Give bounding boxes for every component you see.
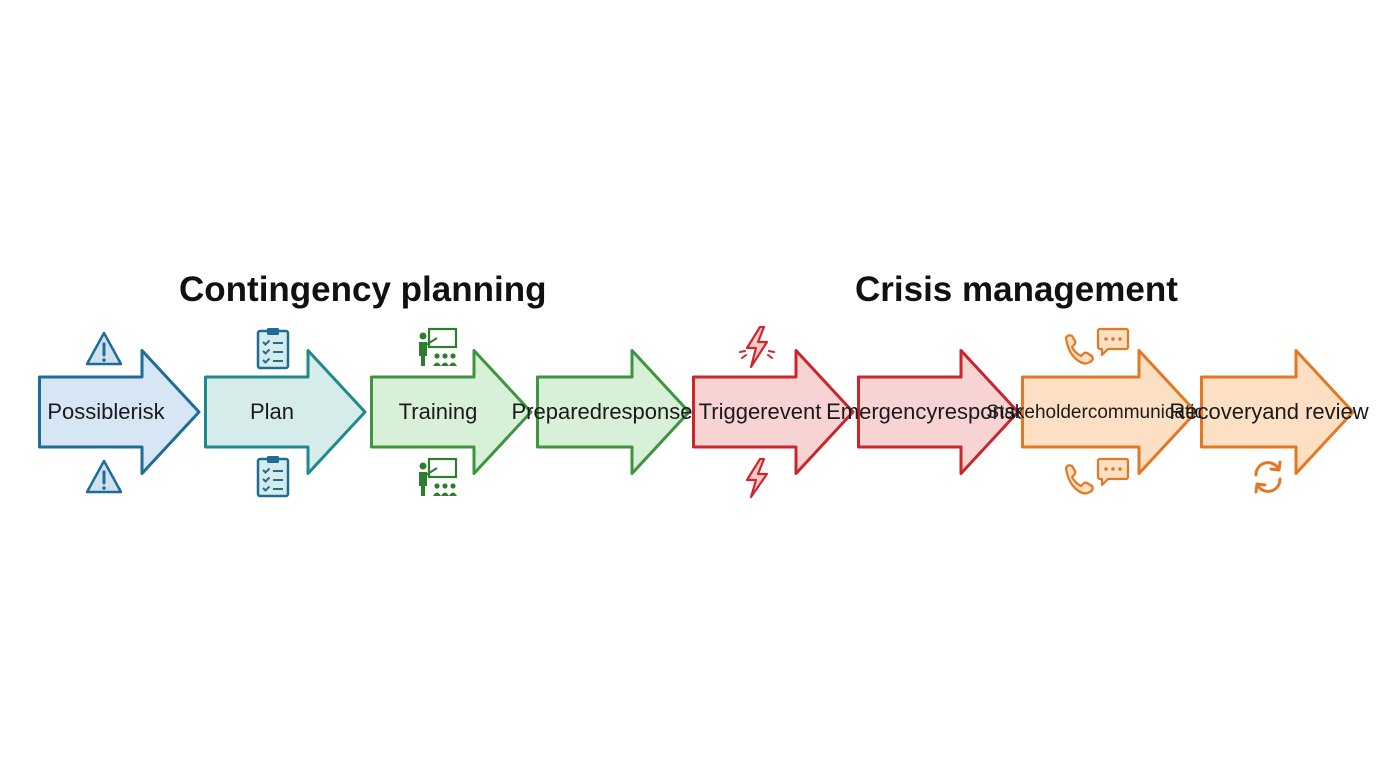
lightning-bolt-icon <box>745 457 769 499</box>
step-label-text: communication <box>1087 401 1216 423</box>
clipboard-checklist-icon <box>256 456 290 498</box>
step-label: Plan <box>204 379 340 445</box>
presenter-training-icon <box>419 327 458 366</box>
step-arrow-shape <box>1021 349 1198 475</box>
step-arrow-shape <box>1200 349 1355 475</box>
step-arrow-shape <box>857 349 1020 475</box>
warning-icon <box>85 459 123 494</box>
step-label-text: response <box>602 399 693 424</box>
step-label-text: Stakeholder <box>986 401 1088 423</box>
clipboard-checklist-icon <box>256 328 290 370</box>
step-label-text: Possible <box>47 399 131 424</box>
phone-chat-icon <box>1064 457 1130 495</box>
crisis-management-heading: Crisis management <box>855 270 1178 309</box>
step-label-text: Plan <box>249 399 295 424</box>
presenter-training-icon <box>419 457 458 496</box>
step-arrow-shape <box>38 349 201 475</box>
step-label-text: Prepared <box>511 399 602 424</box>
phone-chat-icon <box>1064 327 1130 365</box>
step-label-text: response <box>937 399 1028 424</box>
warning-icon <box>85 331 123 366</box>
step-arrow-shape <box>692 349 855 475</box>
refresh-cycle-icon <box>1254 460 1282 494</box>
step-label-text: and review <box>1262 399 1369 424</box>
step-arrow-shape <box>370 349 533 475</box>
lightning-bolt-icon <box>739 325 775 369</box>
step-label-text: risk <box>130 399 165 424</box>
step-label-text: event <box>767 399 822 424</box>
contingency-planning-heading: Contingency planning <box>179 270 547 309</box>
step-label-text: Emergency <box>826 399 938 424</box>
step-label-text: Training <box>398 399 478 424</box>
step-label-text: Recovery <box>1169 399 1263 424</box>
step-label: Training <box>370 379 506 445</box>
step-arrow-shape <box>536 349 691 475</box>
step-arrow-shape <box>204 349 367 475</box>
step-label-text: Trigger <box>698 399 768 424</box>
